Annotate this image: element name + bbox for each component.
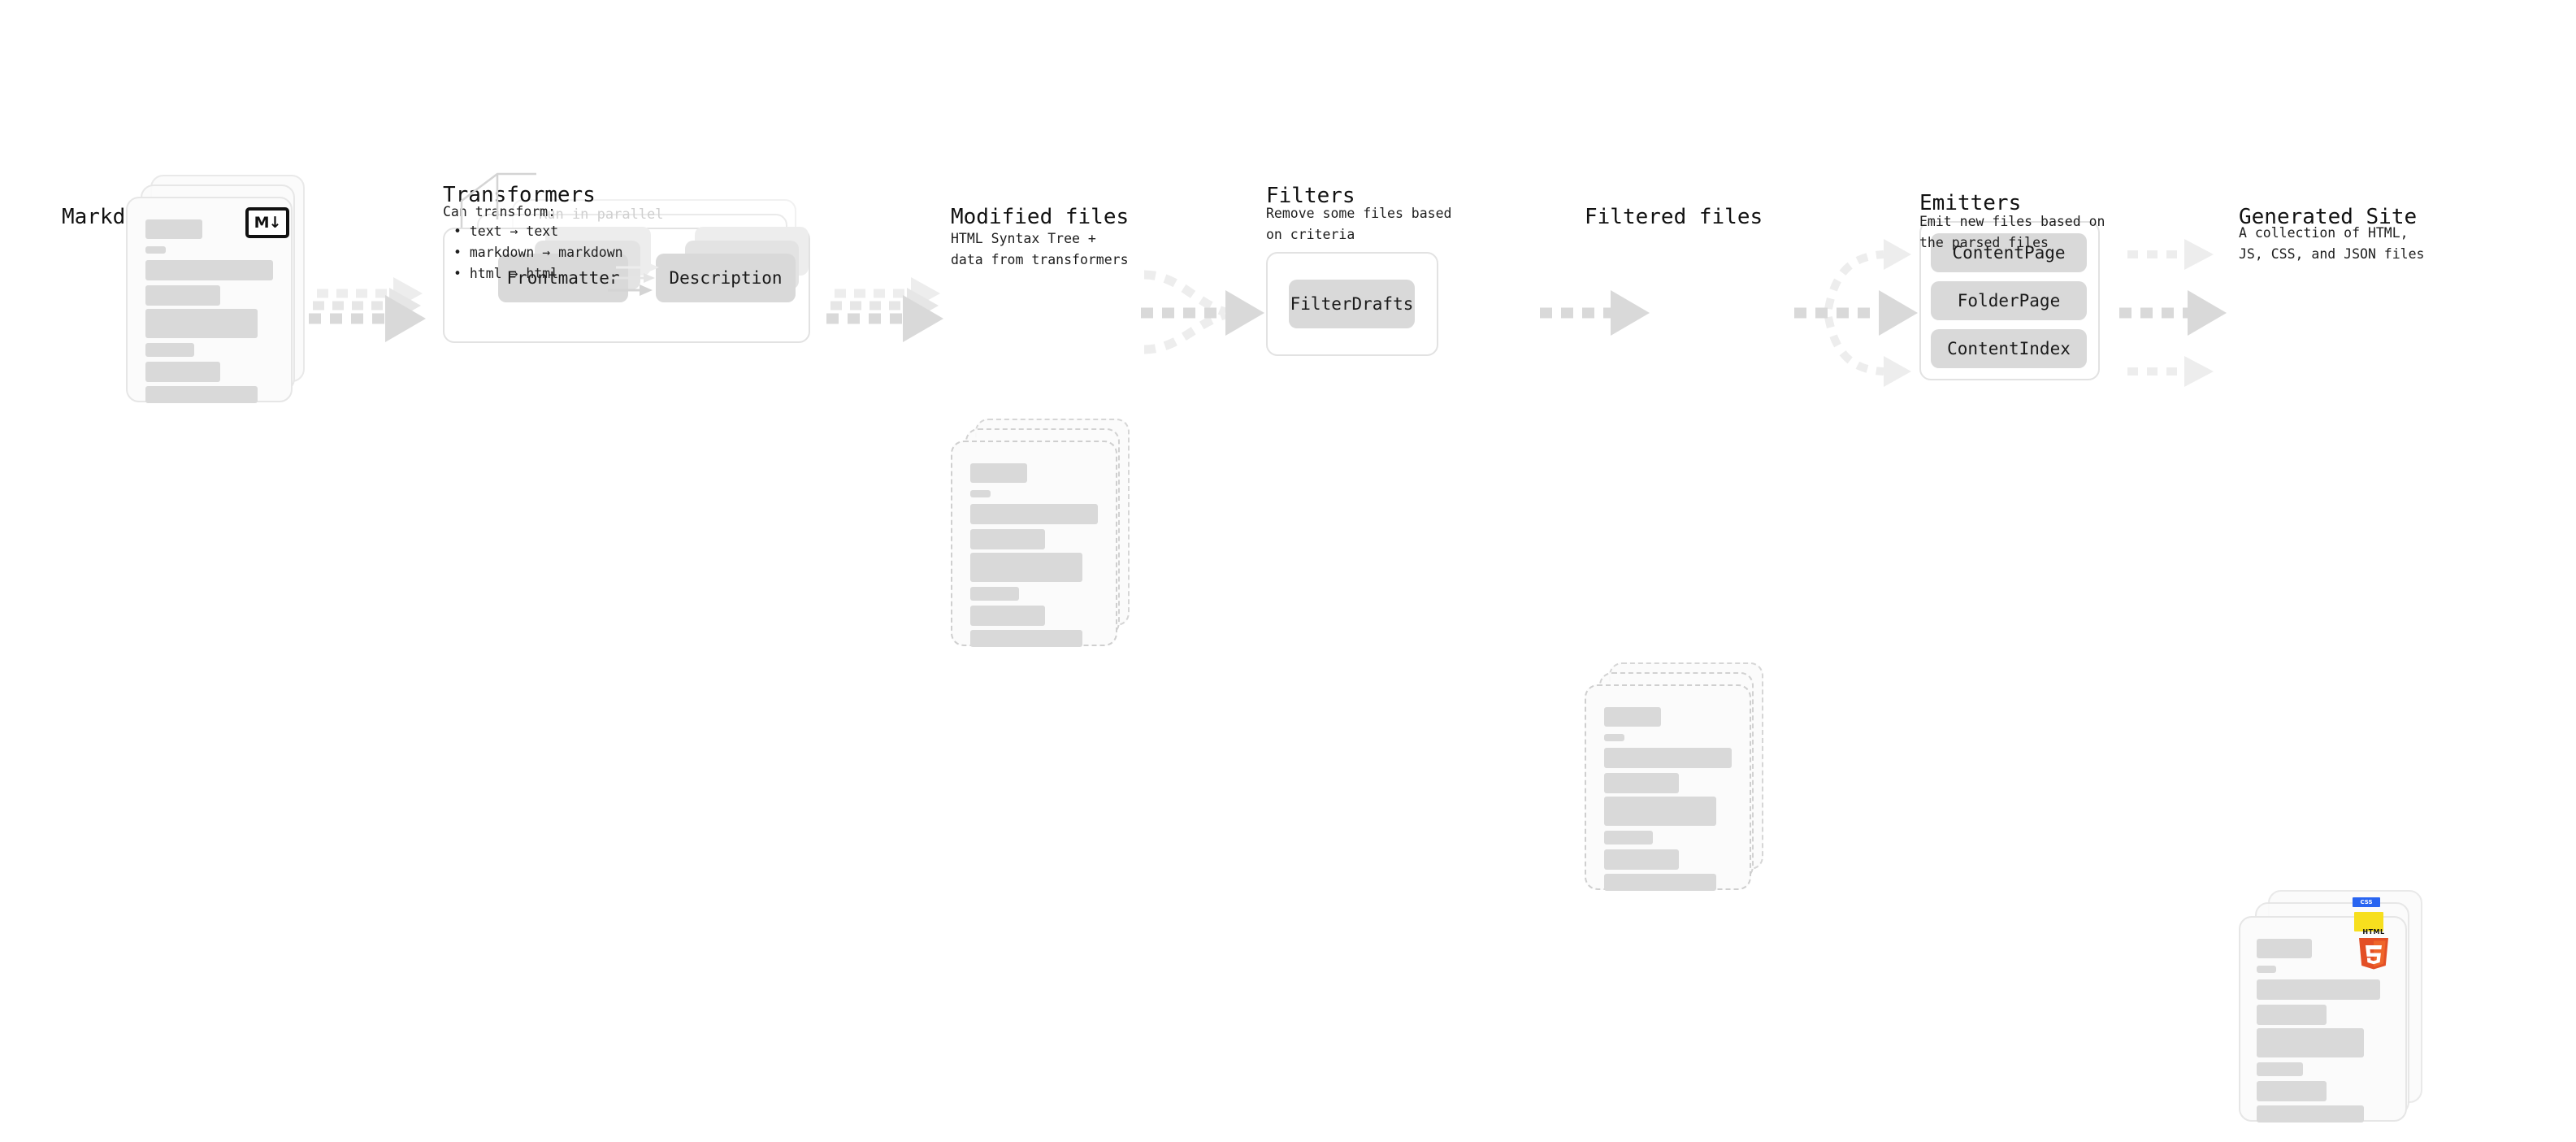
stage-filters: FilterDrafts — [1266, 252, 1445, 374]
skeleton-line — [145, 309, 258, 338]
skeleton-line — [2257, 979, 2380, 1000]
emitters-pill-contentpage[interactable]: ContentPage — [1931, 233, 2087, 272]
html5-icon-word: HTML — [2362, 928, 2385, 936]
skeleton-title — [1604, 707, 1661, 727]
skeleton-line — [145, 386, 258, 403]
arrow-modified-to-filters — [1141, 270, 1264, 354]
skeleton-line — [2257, 1081, 2327, 1101]
transformer-pill-frontmatter[interactable]: Frontmatter — [498, 254, 628, 302]
arrow-filters-to-filtered — [1540, 290, 1650, 336]
stage-modified-files — [951, 419, 1138, 662]
emitters-pill-folderpage[interactable]: FolderPage — [1931, 281, 2087, 320]
arrow-filtered-to-emitters — [1794, 239, 1918, 387]
skeleton-line — [970, 553, 1082, 582]
skeleton-subtitle — [145, 246, 166, 254]
stage-subtitle-emitters: Emit new files based on the parsed files — [1919, 214, 2105, 250]
skeleton-line — [1604, 773, 1679, 793]
stage-markdown-files: M↓ — [126, 175, 313, 419]
stage-generated-site: CSS HTML — [2239, 890, 2434, 1142]
skeleton-line — [970, 630, 1082, 647]
skeleton-subtitle — [970, 490, 991, 497]
skeleton-line — [145, 362, 220, 382]
skeleton-title — [970, 463, 1027, 483]
skeleton-line — [1604, 874, 1716, 891]
stage-subtitle-generated-site: A collection of HTML, JS, CSS, and JSON … — [2239, 225, 2425, 262]
transform-bullet-2: • html → html — [453, 266, 559, 281]
run-in-parallel-label: Run in parallel — [539, 206, 664, 223]
skeleton-line — [1604, 849, 1679, 870]
transformer-internal-arrows — [608, 263, 659, 296]
stage-transformers: Frontmatter Description — [443, 183, 849, 362]
skeleton-line — [145, 285, 220, 306]
stage-filtered-files — [1585, 662, 1772, 906]
arrow-emitters-to-site — [2119, 239, 2227, 387]
emitters-pill-contentindex[interactable]: ContentIndex — [1931, 329, 2087, 368]
markdown-icon-letter: M — [254, 213, 270, 232]
skeleton-line — [1604, 748, 1732, 768]
skeleton-line — [145, 260, 273, 280]
stage-subtitle-modified-files: HTML Syntax Tree + data from transformer… — [951, 231, 1129, 267]
html5-icon: HTML — [2357, 928, 2391, 970]
skeleton-line — [2257, 1062, 2303, 1076]
skeleton-line — [2257, 1005, 2327, 1025]
markdown-icon: M↓ — [245, 207, 289, 238]
skeleton-line — [2257, 1105, 2364, 1122]
file-sheet-front — [951, 441, 1117, 647]
stage-title-generated-site: Generated Site — [2239, 205, 2418, 229]
filters-pill-filterdrafts[interactable]: FilterDrafts — [1289, 280, 1415, 328]
pipeline-diagram: M↓ Markdown Files Frontmatter Descriptio… — [62, 172, 2425, 1122]
transform-bullet-1: • markdown → markdown — [453, 245, 623, 260]
stage-emitters: ContentPage FolderPage ContentIndex — [1919, 221, 2131, 408]
skeleton-line — [970, 587, 1019, 601]
stage-title-modified-files: Modified files — [951, 205, 1130, 229]
skeleton-line — [970, 606, 1045, 626]
transformer-pill-description[interactable]: Description — [656, 254, 796, 302]
stage-title-filtered-files: Filtered files — [1585, 205, 1763, 229]
stage-title-filters: Filters — [1266, 184, 1355, 208]
skeleton-line — [1604, 797, 1716, 826]
stage-title-emitters: Emitters — [1919, 191, 2022, 215]
skeleton-subtitle — [2257, 966, 2276, 973]
file-sheet-front — [1585, 684, 1751, 891]
arrow-markdown-to-transformers — [309, 277, 426, 342]
markdown-icon-arrow: ↓ — [268, 213, 282, 232]
skeleton-line — [970, 529, 1045, 549]
stage-subtitle-filters: Remove some files based on criteria — [1266, 206, 1452, 242]
skeleton-line — [2257, 1028, 2364, 1057]
skeleton-line — [145, 343, 194, 357]
html5-icon-shield — [2359, 938, 2388, 970]
skeleton-title — [2257, 939, 2312, 958]
skeleton-line — [970, 504, 1098, 524]
skeleton-subtitle — [1604, 734, 1624, 741]
css-icon: CSS — [2353, 897, 2380, 907]
skeleton-line — [1604, 831, 1653, 845]
skeleton-title — [145, 219, 202, 239]
